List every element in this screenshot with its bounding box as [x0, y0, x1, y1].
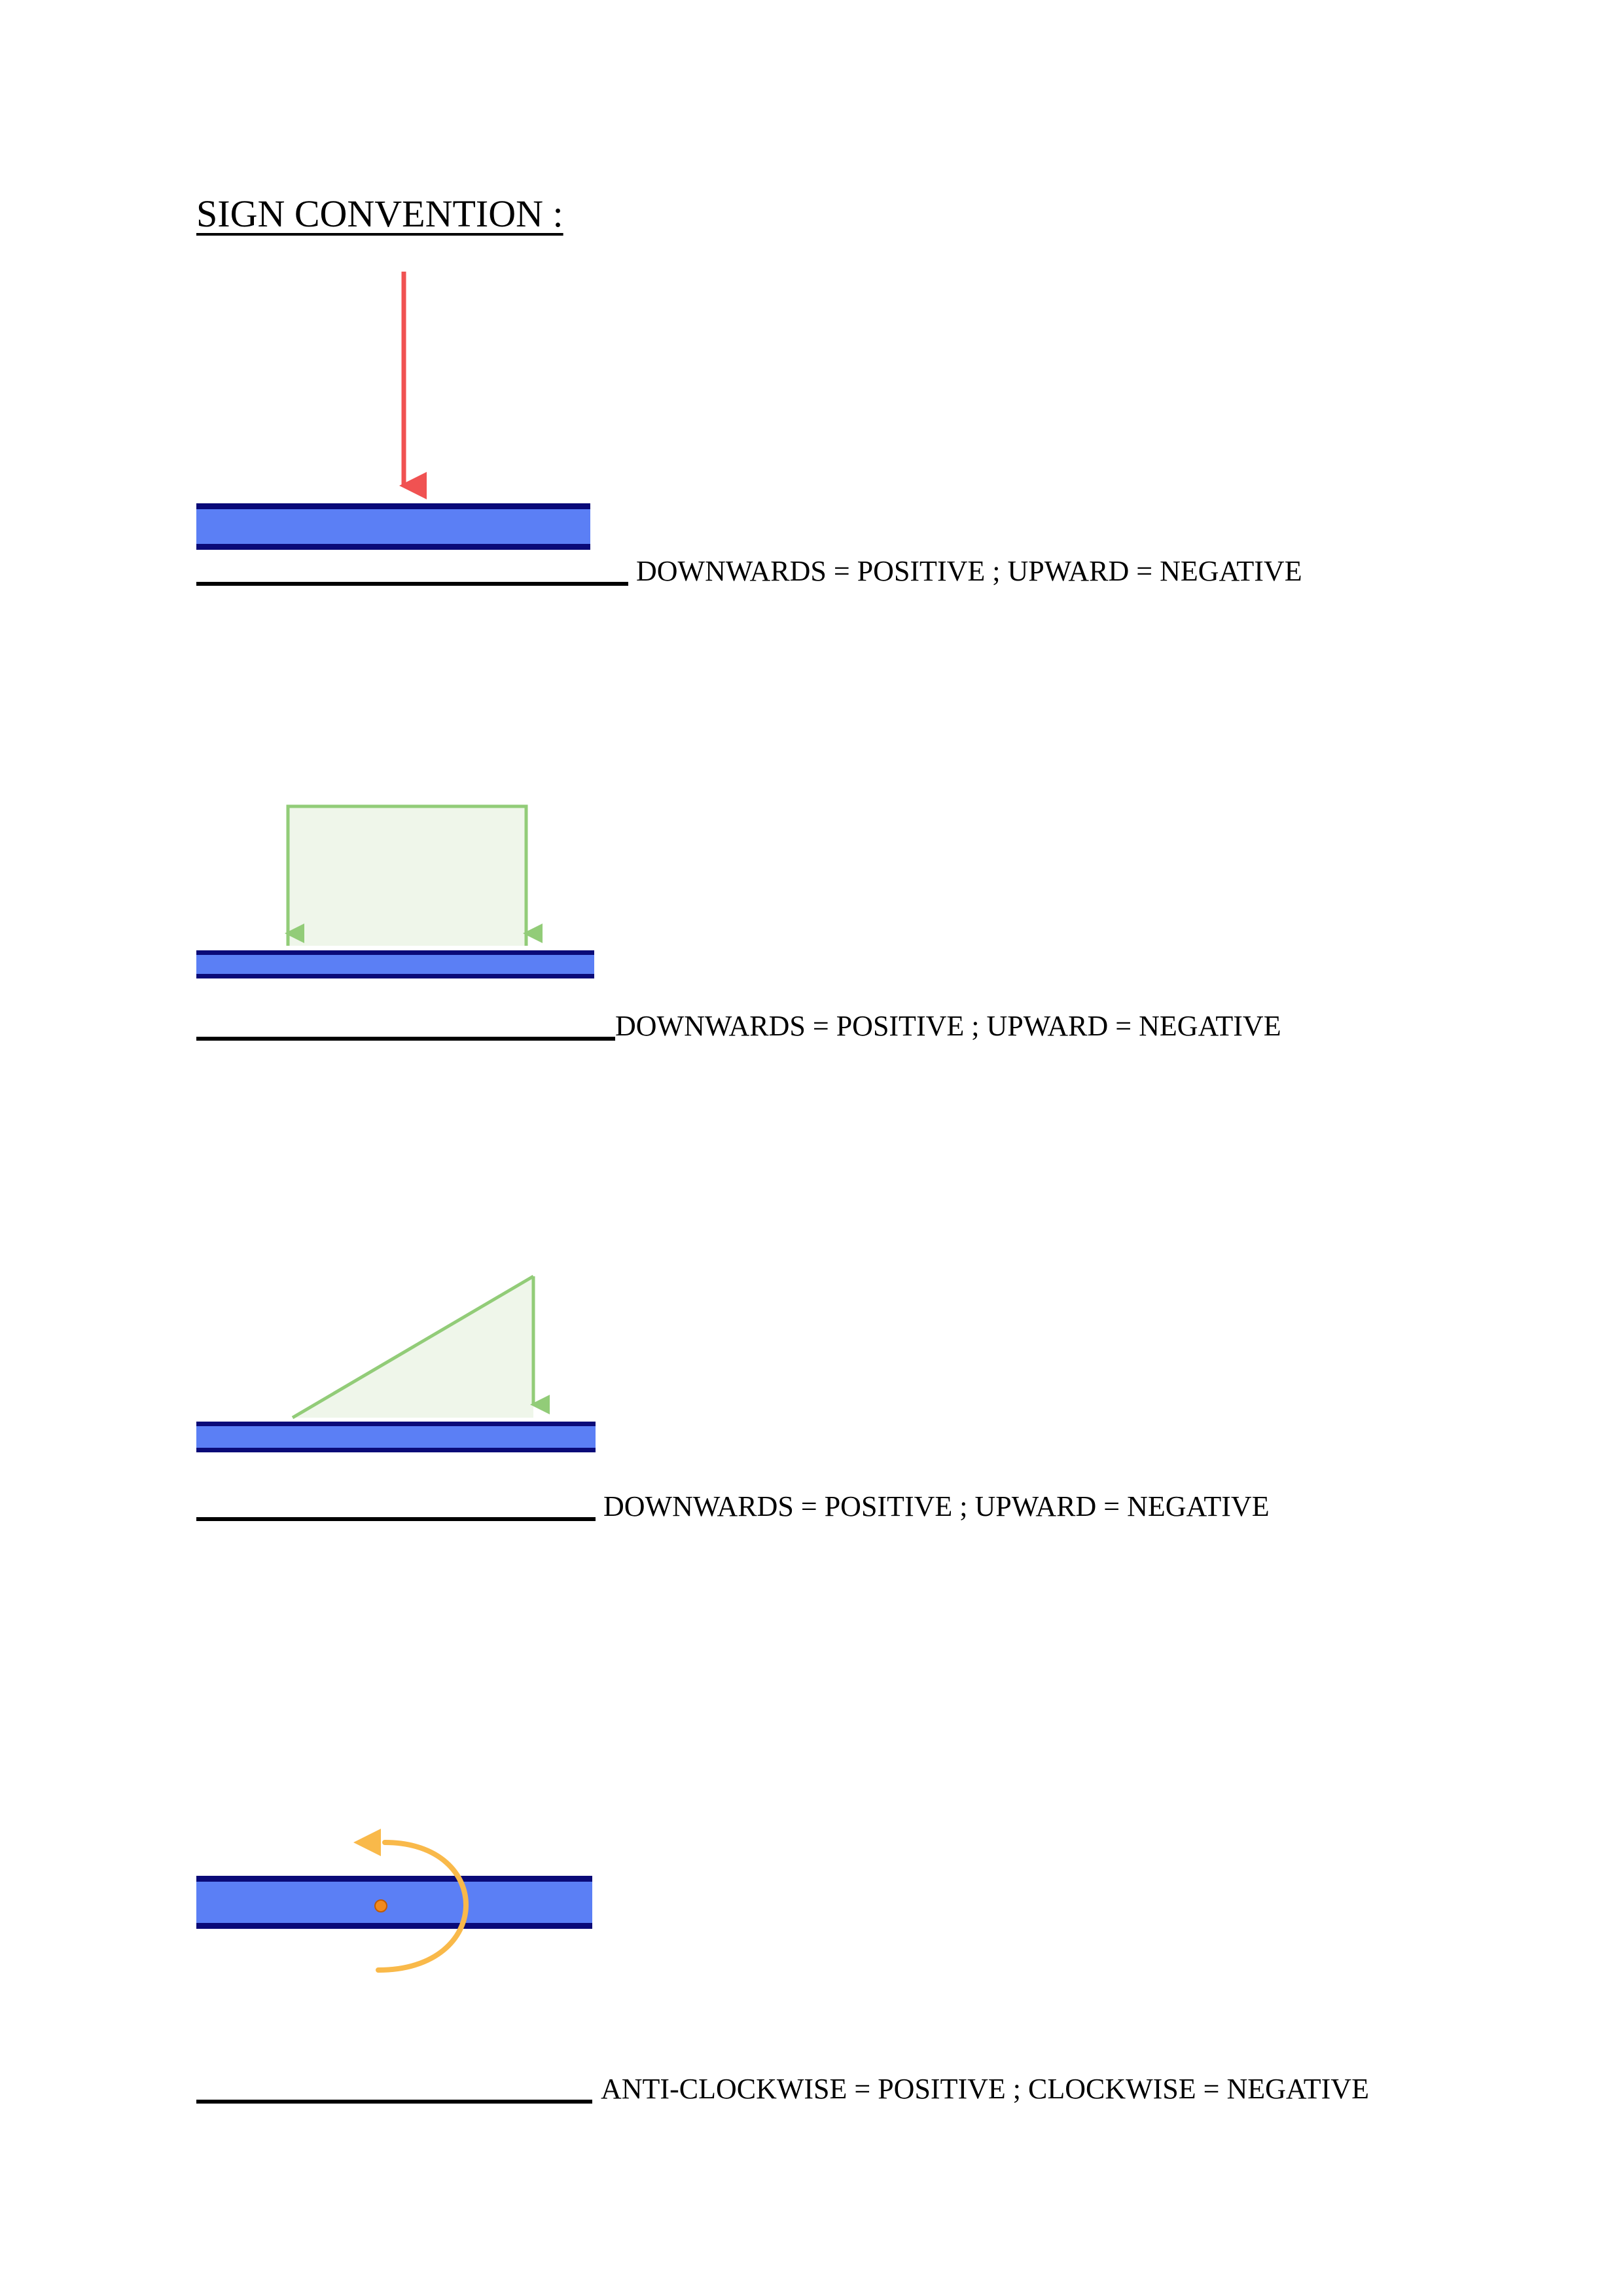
convention-label-1: DOWNWARDS = POSITIVE ; UPWARD = NEGATIVE	[636, 555, 1302, 587]
moment-center-icon	[374, 1899, 387, 1912]
beam-3	[196, 1422, 596, 1452]
answer-line-3	[196, 1517, 596, 1521]
triangular-distributed-load-icon	[291, 1274, 550, 1420]
uniform-load-diagram	[196, 804, 594, 978]
triangular-load-diagram	[196, 1274, 596, 1452]
moment-diagram	[196, 1829, 592, 1973]
convention-label-3: DOWNWARDS = POSITIVE ; UPWARD = NEGATIVE	[603, 1490, 1270, 1522]
convention-label-2: DOWNWARDS = POSITIVE ; UPWARD = NEGATIVE	[615, 1010, 1281, 1042]
beam-1	[196, 503, 590, 550]
answer-line-2	[196, 1037, 615, 1041]
beam-2	[196, 950, 594, 978]
uniform-distributed-load-icon	[285, 804, 543, 946]
page-title: SIGN CONVENTION :	[196, 192, 563, 235]
convention-label-4: ANTI-CLOCKWISE = POSITIVE ; CLOCKWISE = …	[601, 2073, 1369, 2105]
answer-line-1	[196, 582, 628, 586]
point-load-diagram	[196, 272, 590, 550]
answer-line-4	[196, 2100, 592, 2104]
moment-arrow-icon	[353, 1829, 469, 1973]
beam-4	[196, 1876, 592, 1929]
